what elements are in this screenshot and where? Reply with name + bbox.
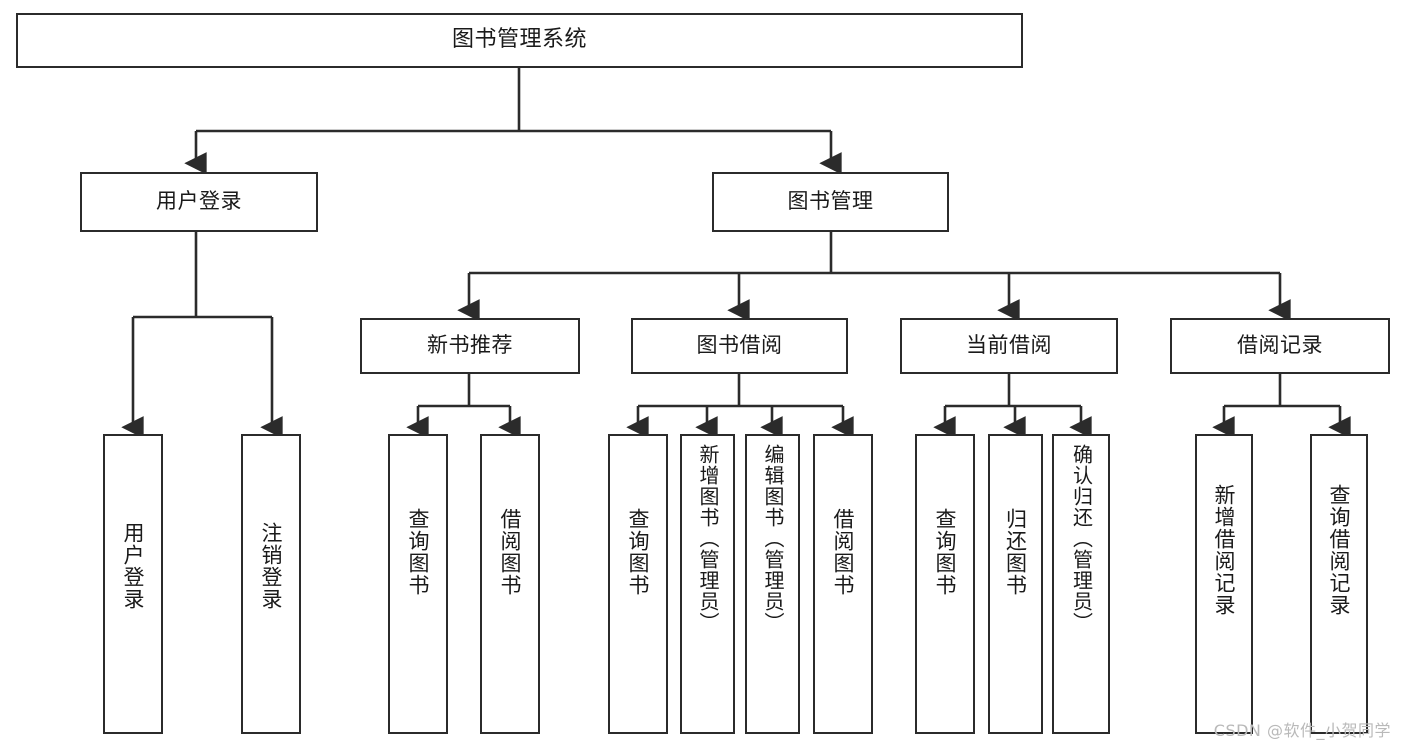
node-leaf-return-book[interactable]: 归还图书 bbox=[988, 434, 1043, 734]
node-label: 新增图书（管理员） bbox=[696, 444, 720, 633]
node-label: 查询图书 bbox=[406, 508, 431, 596]
node-label: 注销登录 bbox=[259, 522, 284, 610]
node-label: 查询图书 bbox=[626, 508, 651, 596]
node-leaf-query-borrow-record[interactable]: 查询借阅记录 bbox=[1310, 434, 1368, 734]
node-label: 新增借阅记录 bbox=[1212, 484, 1237, 616]
node-leaf-query-book-borrow[interactable]: 查询图书 bbox=[608, 434, 668, 734]
node-label: 查询图书 bbox=[933, 508, 958, 596]
node-leaf-logout-login[interactable]: 注销登录 bbox=[241, 434, 301, 734]
node-leaf-borrow-book[interactable]: 借阅图书 bbox=[813, 434, 873, 734]
node-leaf-query-book-current[interactable]: 查询图书 bbox=[915, 434, 975, 734]
node-label: 借阅图书 bbox=[498, 508, 523, 596]
node-label: 当前借阅 bbox=[966, 333, 1052, 358]
node-leaf-borrow-book-recommend[interactable]: 借阅图书 bbox=[480, 434, 540, 734]
node-leaf-add-borrow-record[interactable]: 新增借阅记录 bbox=[1195, 434, 1253, 734]
node-leaf-user-login[interactable]: 用户登录 bbox=[103, 434, 163, 734]
node-new-book-recommend[interactable]: 新书推荐 bbox=[360, 318, 580, 374]
node-label: 图书借阅 bbox=[696, 333, 783, 358]
node-current-borrow[interactable]: 当前借阅 bbox=[900, 318, 1118, 374]
node-label: 编辑图书（管理员） bbox=[761, 444, 785, 633]
node-user-login[interactable]: 用户登录 bbox=[80, 172, 318, 232]
node-label: 新书推荐 bbox=[427, 333, 513, 358]
node-root-book-management-system[interactable]: 图书管理系统 bbox=[16, 13, 1023, 68]
csdn-watermark: CSDN @软件_小贺同学 bbox=[1213, 721, 1391, 740]
node-book-management[interactable]: 图书管理 bbox=[712, 172, 949, 232]
node-label: 图书管理系统 bbox=[451, 27, 587, 53]
node-label: 图书管理 bbox=[787, 189, 874, 214]
node-book-borrow[interactable]: 图书借阅 bbox=[631, 318, 848, 374]
node-leaf-confirm-return[interactable]: 确认归还（管理员） bbox=[1052, 434, 1110, 734]
node-leaf-add-book[interactable]: 新增图书（管理员） bbox=[680, 434, 735, 734]
node-label: 用户登录 bbox=[156, 189, 242, 214]
node-label: 借阅记录 bbox=[1237, 333, 1323, 358]
node-label: 归还图书 bbox=[1003, 508, 1028, 596]
node-label: 查询借阅记录 bbox=[1327, 484, 1352, 616]
node-label: 借阅图书 bbox=[831, 508, 856, 596]
node-leaf-query-book-recommend[interactable]: 查询图书 bbox=[388, 434, 448, 734]
node-label: 用户登录 bbox=[121, 522, 146, 610]
node-label: 确认归还（管理员） bbox=[1069, 444, 1094, 633]
node-borrow-record[interactable]: 借阅记录 bbox=[1170, 318, 1390, 374]
node-leaf-edit-book[interactable]: 编辑图书（管理员） bbox=[745, 434, 800, 734]
